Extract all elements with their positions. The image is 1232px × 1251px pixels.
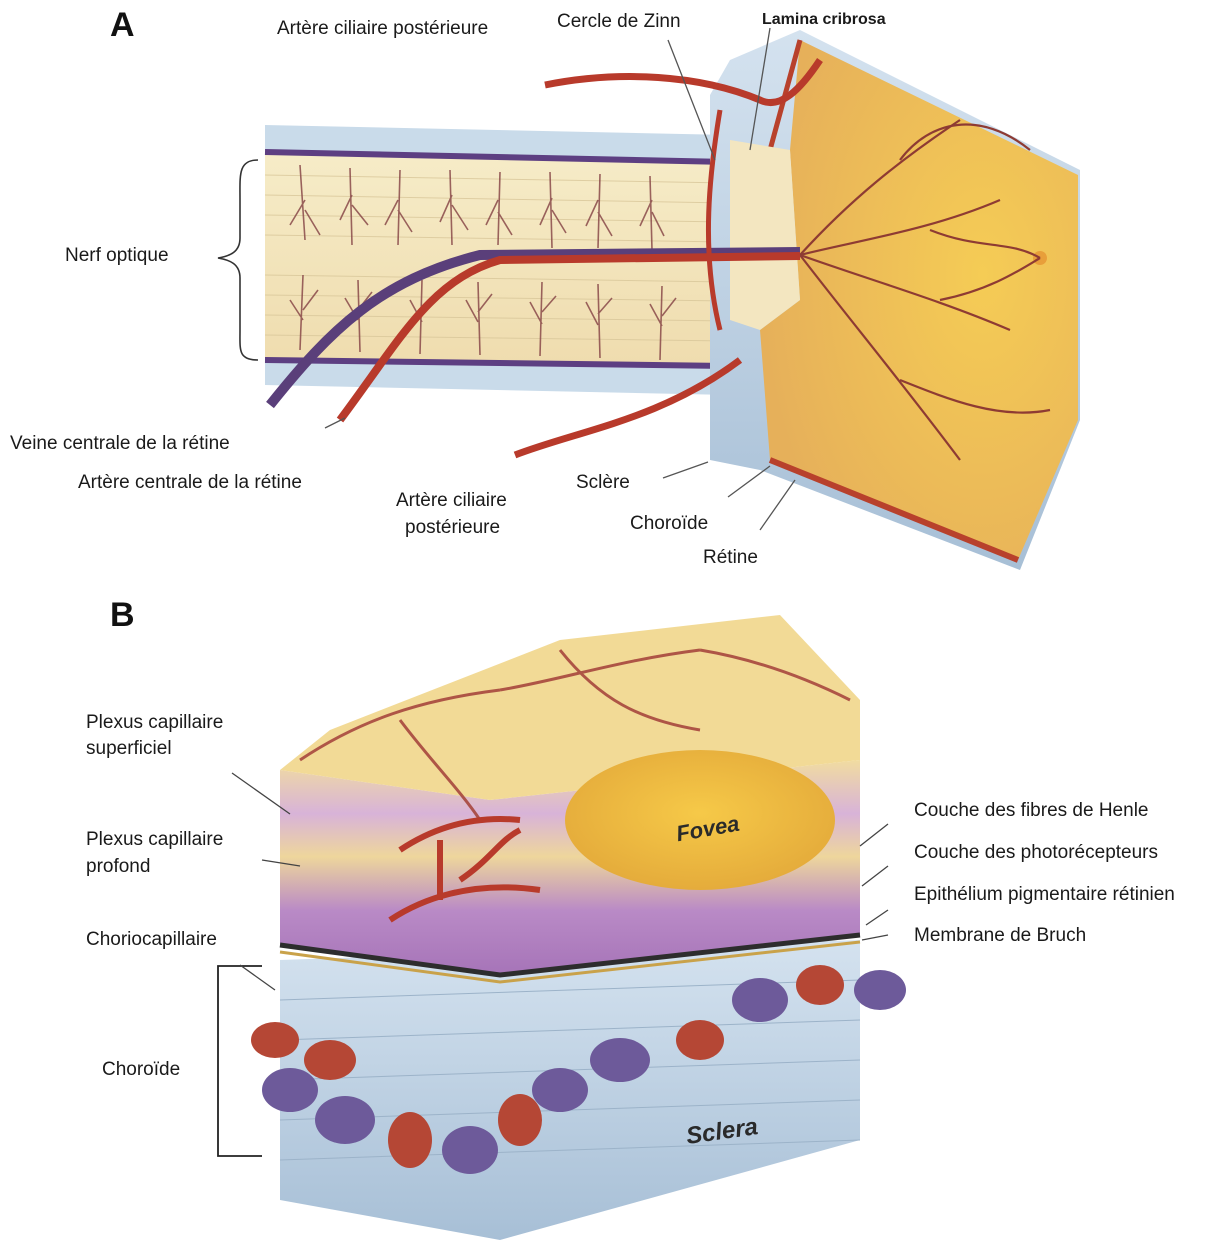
- label-choroid-b: Choroïde: [102, 1059, 180, 1082]
- label-choroid-a: Choroïde: [630, 513, 708, 536]
- label-central-retinal-artery: Artère centrale de la rétine: [78, 472, 302, 495]
- label-posterior-ciliary-artery-bottom-line2: postérieure: [405, 517, 500, 540]
- label-lamina-cribrosa: Lamina cribrosa: [762, 10, 886, 29]
- label-circle-of-zinn: Cercle de Zinn: [557, 11, 681, 34]
- label-central-retinal-vein: Veine centrale de la rétine: [10, 433, 230, 456]
- label-deep-plexus-line1: Plexus capillaire: [86, 829, 223, 852]
- label-henle-fiber-layer: Couche des fibres de Henle: [914, 800, 1148, 823]
- label-choriocapillaris: Choriocapillaire: [86, 929, 217, 952]
- label-photoreceptor-layer: Couche des photorécepteurs: [914, 842, 1158, 865]
- label-superficial-plexus-line2: superficiel: [86, 738, 172, 761]
- panel-a-illustration: [218, 28, 1080, 570]
- choroid-bracket: [218, 966, 262, 1156]
- label-sclera-a: Sclère: [576, 472, 630, 495]
- label-superficial-plexus-line1: Plexus capillaire: [86, 712, 223, 735]
- label-posterior-ciliary-artery-bottom-line1: Artère ciliaire: [396, 490, 507, 513]
- panel-a-letter: A: [110, 6, 135, 45]
- label-optic-nerve: Nerf optique: [65, 245, 169, 268]
- label-deep-plexus-line2: profond: [86, 856, 150, 879]
- label-bruch-membrane: Membrane de Bruch: [914, 925, 1086, 948]
- label-posterior-ciliary-artery-top: Artère ciliaire postérieure: [277, 18, 488, 41]
- panel-b-letter: B: [110, 596, 135, 635]
- panel-b-illustration: [218, 615, 906, 1240]
- label-retina-a: Rétine: [703, 547, 758, 570]
- label-rpe: Epithélium pigmentaire rétinien: [914, 884, 1175, 907]
- optic-nerve-brace: [218, 160, 258, 360]
